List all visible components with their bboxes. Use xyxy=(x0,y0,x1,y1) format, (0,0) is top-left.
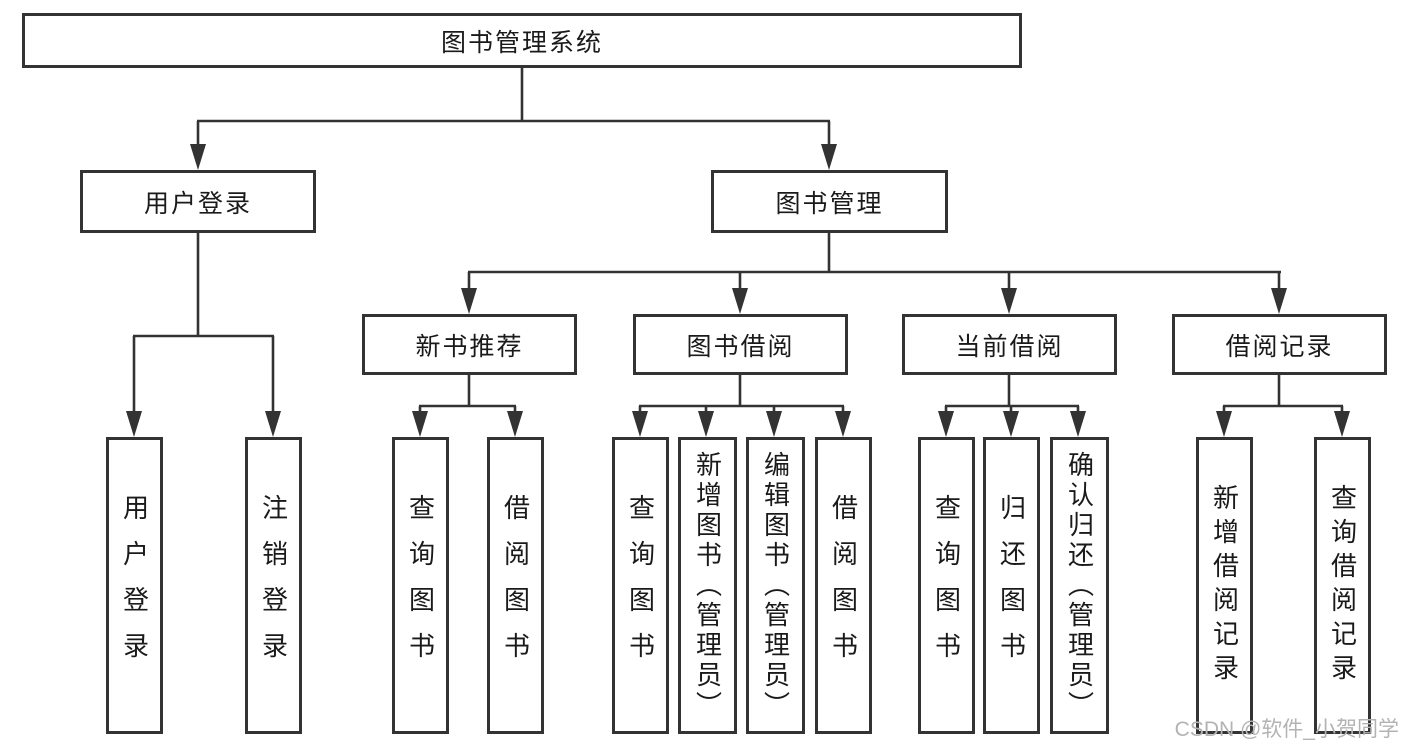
leaf-add-books-admin: 新增图书（管理员） xyxy=(678,437,737,734)
csdn-watermark: CSDN @软件_小贺同学 xyxy=(1174,718,1399,741)
node-root: 图书管理系统 xyxy=(22,13,1022,68)
leaf-current-query-books: 查询图书 xyxy=(918,437,975,734)
node-book-borrowing: 图书借阅 xyxy=(633,314,848,375)
leaf-borrow-books: 借阅图书 xyxy=(815,437,872,734)
node-current-borrowing: 当前借阅 xyxy=(902,314,1117,375)
leaf-recommend-borrow-books: 借阅图书 xyxy=(487,437,544,734)
leaf-return-books: 归还图书 xyxy=(983,437,1040,734)
leaf-confirm-return-admin: 确认归还（管理员） xyxy=(1050,437,1109,734)
leaf-recommend-query-books: 查询图书 xyxy=(392,437,449,734)
node-borrowing-records: 借阅记录 xyxy=(1172,314,1387,375)
node-user-login: 用户登录 xyxy=(80,170,316,233)
node-book-management: 图书管理 xyxy=(711,170,948,233)
node-new-book-recommendation: 新书推荐 xyxy=(362,314,577,375)
leaf-add-borrow-record: 新增借阅记录 xyxy=(1196,437,1253,734)
leaf-edit-books-admin: 编辑图书（管理员） xyxy=(746,437,805,734)
leaf-query-borrow-record: 查询借阅记录 xyxy=(1314,437,1371,734)
leaf-logout: 注销登录 xyxy=(245,437,302,734)
leaf-user-login: 用户登录 xyxy=(106,437,163,734)
leaf-borrow-query-books: 查询图书 xyxy=(612,437,669,734)
